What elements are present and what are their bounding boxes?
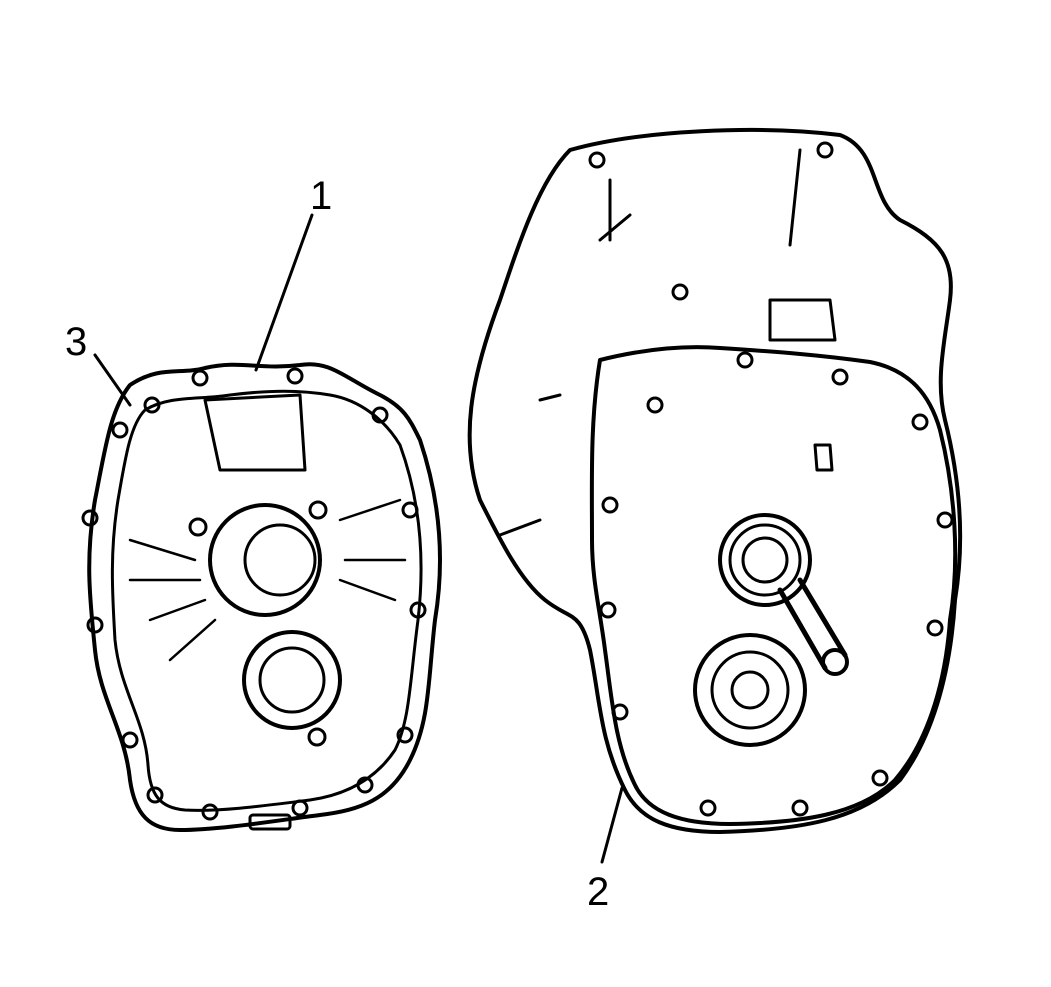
leader-2	[600, 786, 624, 864]
callout-1: 1	[310, 174, 333, 218]
leader-lines	[93, 213, 624, 864]
callout-3: 3	[65, 320, 88, 364]
main-transmission-case	[467, 128, 963, 834]
leader-3	[93, 353, 132, 407]
callout-2: 2	[587, 870, 610, 914]
left-cover-housing	[81, 362, 442, 832]
leader-1	[254, 213, 314, 372]
